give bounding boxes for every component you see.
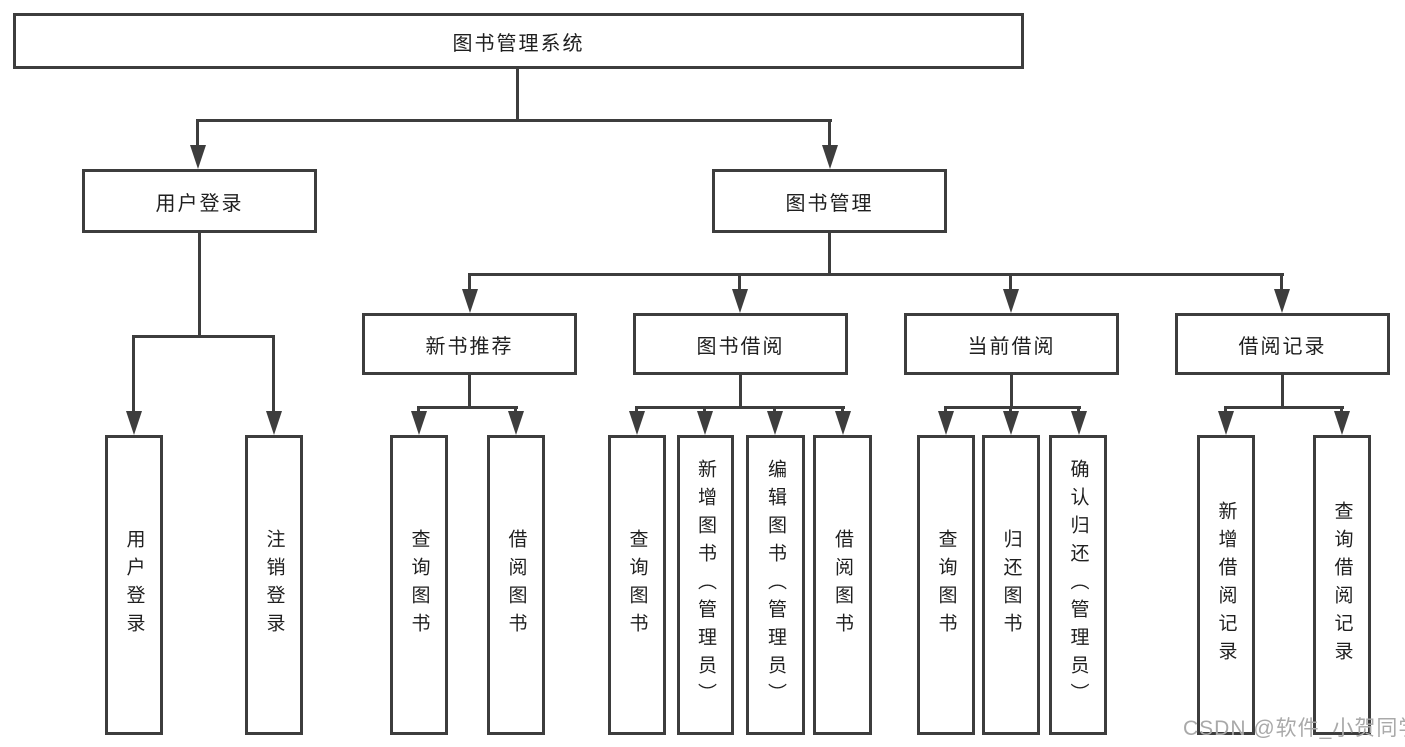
leaf-cb-confirm-return-admin-label: 确认归还（管理员） bbox=[1067, 459, 1089, 711]
leaf-bb-borrow-books: 借阅图书 bbox=[813, 435, 872, 735]
arrow-down-icon bbox=[462, 289, 478, 313]
node-book-borrow-label: 图书借阅 bbox=[696, 335, 785, 358]
arrow-down-icon bbox=[938, 411, 954, 435]
arrow-down-icon bbox=[411, 411, 427, 435]
leaf-user-login: 用户登录 bbox=[105, 435, 163, 735]
leaf-cb-query-books-label: 查询图书 bbox=[935, 529, 957, 641]
connector-borrow-stem bbox=[739, 375, 742, 408]
arrow-down-icon bbox=[732, 289, 748, 313]
node-book-mgmt: 图书管理 bbox=[712, 169, 947, 233]
node-user-login: 用户登录 bbox=[82, 169, 317, 233]
node-current-borrow: 当前借阅 bbox=[904, 313, 1119, 375]
leaf-rec-borrow-books-label: 借阅图书 bbox=[505, 529, 527, 641]
node-borrow-records: 借阅记录 bbox=[1175, 313, 1390, 375]
leaf-user-login-label: 用户登录 bbox=[123, 529, 145, 641]
leaf-br-add-record: 新增借阅记录 bbox=[1197, 435, 1255, 735]
leaf-logout-label: 注销登录 bbox=[263, 529, 285, 641]
arrow-down-icon bbox=[835, 411, 851, 435]
connector-root-stem bbox=[516, 69, 519, 121]
arrow-down-icon bbox=[1003, 411, 1019, 435]
connector-drop-user-login bbox=[196, 119, 199, 151]
arrow-down-icon bbox=[822, 145, 838, 169]
leaf-rec-query-books: 查询图书 bbox=[390, 435, 448, 735]
connector-new-rec-bar bbox=[417, 406, 518, 409]
connector-new-rec-stem bbox=[468, 375, 471, 408]
connector-user-login-bar bbox=[132, 335, 275, 338]
connector-current-bar bbox=[944, 406, 1081, 409]
arrow-down-icon bbox=[767, 411, 783, 435]
leaf-rec-borrow-books: 借阅图书 bbox=[487, 435, 545, 735]
arrow-down-icon bbox=[629, 411, 645, 435]
leaf-bb-add-books-admin: 新增图书（管理员） bbox=[677, 435, 734, 735]
leaf-cb-query-books: 查询图书 bbox=[917, 435, 975, 735]
arrow-down-icon bbox=[1218, 411, 1234, 435]
leaf-cb-return-books: 归还图书 bbox=[982, 435, 1040, 735]
arrow-down-icon bbox=[1334, 411, 1350, 435]
connector-drop-new-rec bbox=[468, 273, 471, 295]
leaf-logout: 注销登录 bbox=[245, 435, 303, 735]
leaf-bb-borrow-books-label: 借阅图书 bbox=[832, 529, 853, 641]
arrow-down-icon bbox=[126, 411, 142, 435]
leaf-cb-confirm-return-admin: 确认归还（管理员） bbox=[1049, 435, 1107, 735]
arrow-down-icon bbox=[266, 411, 282, 435]
node-new-book-rec-label: 新书推荐 bbox=[425, 335, 514, 358]
node-root-label: 图书管理系统 bbox=[452, 32, 585, 55]
node-new-book-rec: 新书推荐 bbox=[362, 313, 577, 375]
connector-borrow-bar bbox=[635, 406, 845, 409]
connector-drop-current bbox=[1009, 273, 1012, 295]
connector-root-bar bbox=[196, 119, 832, 122]
leaf-bb-query-books-label: 查询图书 bbox=[626, 529, 648, 641]
connector-book-mgmt-bar bbox=[468, 273, 1284, 276]
connector-drop-book-mgmt bbox=[828, 119, 831, 151]
arrow-down-icon bbox=[1003, 289, 1019, 313]
node-book-borrow: 图书借阅 bbox=[633, 313, 848, 375]
node-book-mgmt-label: 图书管理 bbox=[785, 192, 874, 215]
arrow-down-icon bbox=[1274, 289, 1290, 313]
connector-user-login-stem bbox=[198, 233, 201, 337]
connector-book-mgmt-stem bbox=[828, 233, 831, 275]
leaf-bb-edit-books-admin-label: 编辑图书（管理员） bbox=[765, 459, 786, 711]
arrow-down-icon bbox=[1071, 411, 1087, 435]
connector-drop-leaf-login bbox=[132, 335, 135, 415]
connector-drop-borrow bbox=[738, 273, 741, 295]
leaf-rec-query-books-label: 查询图书 bbox=[408, 529, 430, 641]
leaf-bb-query-books: 查询图书 bbox=[608, 435, 666, 735]
node-root: 图书管理系统 bbox=[13, 13, 1024, 69]
leaf-br-query-record: 查询借阅记录 bbox=[1313, 435, 1371, 735]
connector-current-stem bbox=[1010, 375, 1013, 408]
node-user-login-label: 用户登录 bbox=[155, 192, 244, 215]
csdn-watermark: CSDN @软件_小贺同学 bbox=[1183, 717, 1405, 740]
connector-drop-leaf-logout bbox=[272, 335, 275, 415]
arrow-down-icon bbox=[508, 411, 524, 435]
connector-drop-records bbox=[1280, 273, 1283, 295]
connector-records-bar bbox=[1224, 406, 1344, 409]
leaf-bb-add-books-admin-label: 新增图书（管理员） bbox=[695, 459, 716, 711]
node-current-borrow-label: 当前借阅 bbox=[967, 335, 1056, 358]
leaf-bb-edit-books-admin: 编辑图书（管理员） bbox=[746, 435, 805, 735]
leaf-br-query-record-label: 查询借阅记录 bbox=[1331, 501, 1353, 669]
arrow-down-icon bbox=[697, 411, 713, 435]
connector-records-stem bbox=[1281, 375, 1284, 408]
arrow-down-icon bbox=[190, 145, 206, 169]
node-borrow-records-label: 借阅记录 bbox=[1238, 335, 1327, 358]
leaf-cb-return-books-label: 归还图书 bbox=[1000, 529, 1022, 641]
leaf-br-add-record-label: 新增借阅记录 bbox=[1215, 501, 1237, 669]
